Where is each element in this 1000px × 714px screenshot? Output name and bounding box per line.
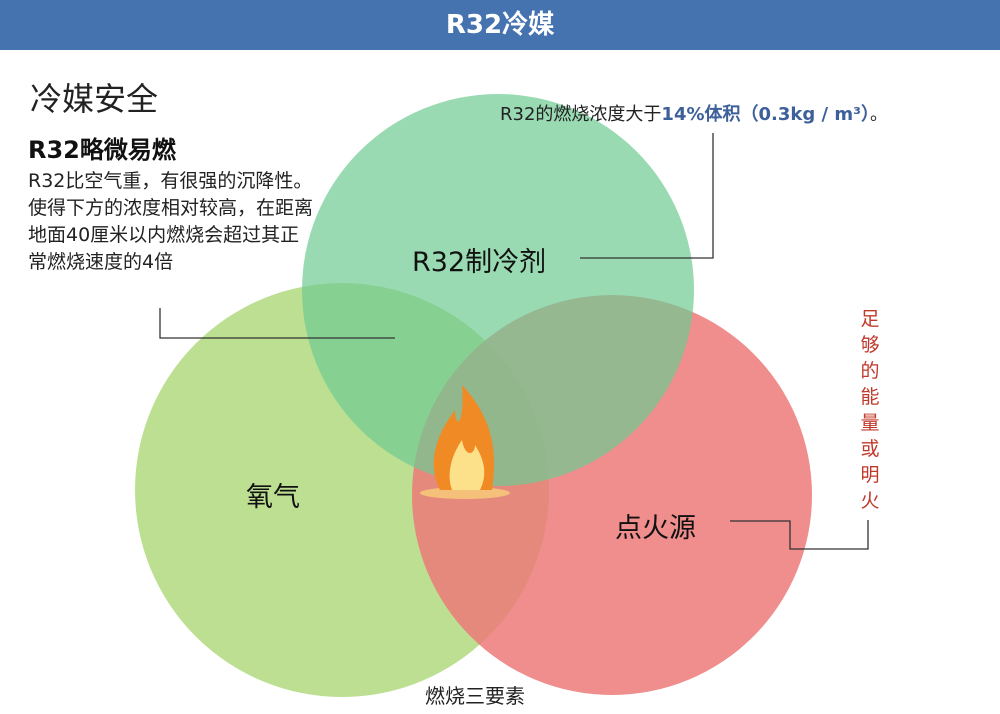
refrigerant-label: R32制冷剂 [412,247,547,278]
description: R32比空气重，有很强的沉降性。使得下方的浓度相对较高，在距离地面40厘米以内燃… [28,170,314,273]
flame-icon [420,385,510,499]
ignition-label: 点火源 [615,513,696,544]
page-header: R32冷媒 [0,0,1000,50]
header-title: R32冷媒 [445,10,555,40]
section-title: 冷媒安全 [30,80,159,118]
refrigerant-circle [302,94,694,486]
connector-lines [159,133,869,550]
ignition-note: 足够的能量或明火 [860,308,880,512]
concentration-note: R32的燃烧浓度大于14%体积（0.3kg / m³）。 [500,100,888,126]
oxygen-label: 氧气 [246,482,300,513]
note-highlight: 14%体积（0.3kg / m³） [661,104,870,125]
note-suffix: 。 [870,104,888,125]
caption: 燃烧三要素 [425,684,525,708]
subtitle: R32略微易燃 [28,136,176,164]
note-prefix: R32的燃烧浓度大于 [500,104,662,125]
